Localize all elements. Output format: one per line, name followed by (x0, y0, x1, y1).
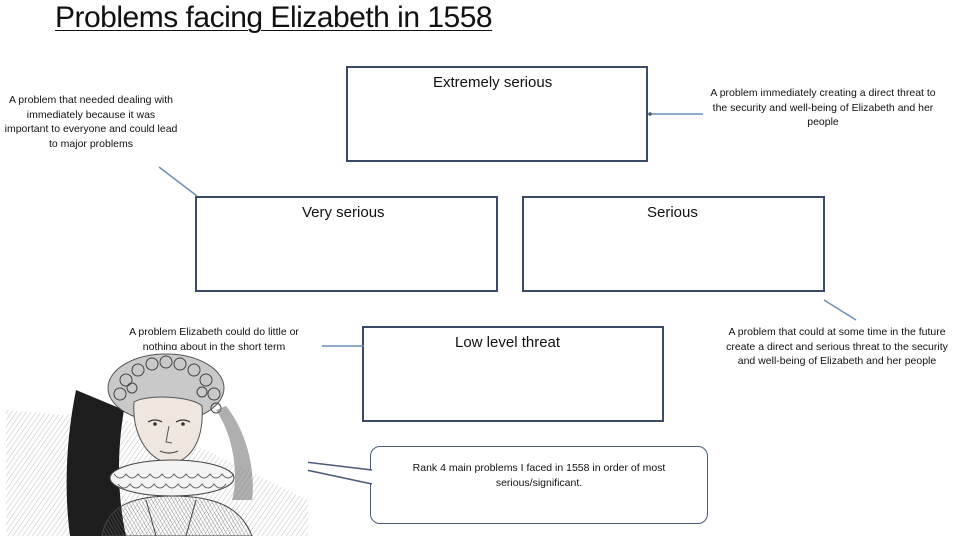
note-little-control: A problem Elizabeth could do little or n… (129, 326, 299, 353)
connector-right-mid (823, 299, 857, 321)
elizabeth-portrait-icon (6, 350, 308, 536)
connector-right-top-dot (648, 112, 652, 116)
speech-bubble-text: Rank 4 main problems I faced in 1558 in … (412, 462, 666, 489)
label-very-serious: Very serious (302, 204, 385, 221)
speech-bubble: Rank 4 main problems I faced in 1558 in … (370, 446, 708, 524)
note-future-threat: A problem that could at some time in the… (726, 326, 948, 367)
page-title: Problems facing Elizabeth in 1558 (55, 1, 493, 34)
label-serious: Serious (647, 204, 698, 221)
box-very-serious (195, 196, 498, 292)
box-extremely-serious (346, 66, 648, 162)
connector-left-top (158, 166, 198, 197)
note-direct-threat: A problem immediately creating a direct … (710, 87, 936, 128)
box-serious (522, 196, 825, 292)
note-immediate-importance: A problem that needed dealing with immed… (4, 94, 178, 150)
label-extremely-serious: Extremely serious (433, 74, 553, 91)
box-low-level-threat (362, 326, 664, 422)
label-low-level-threat: Low level threat (455, 334, 561, 351)
